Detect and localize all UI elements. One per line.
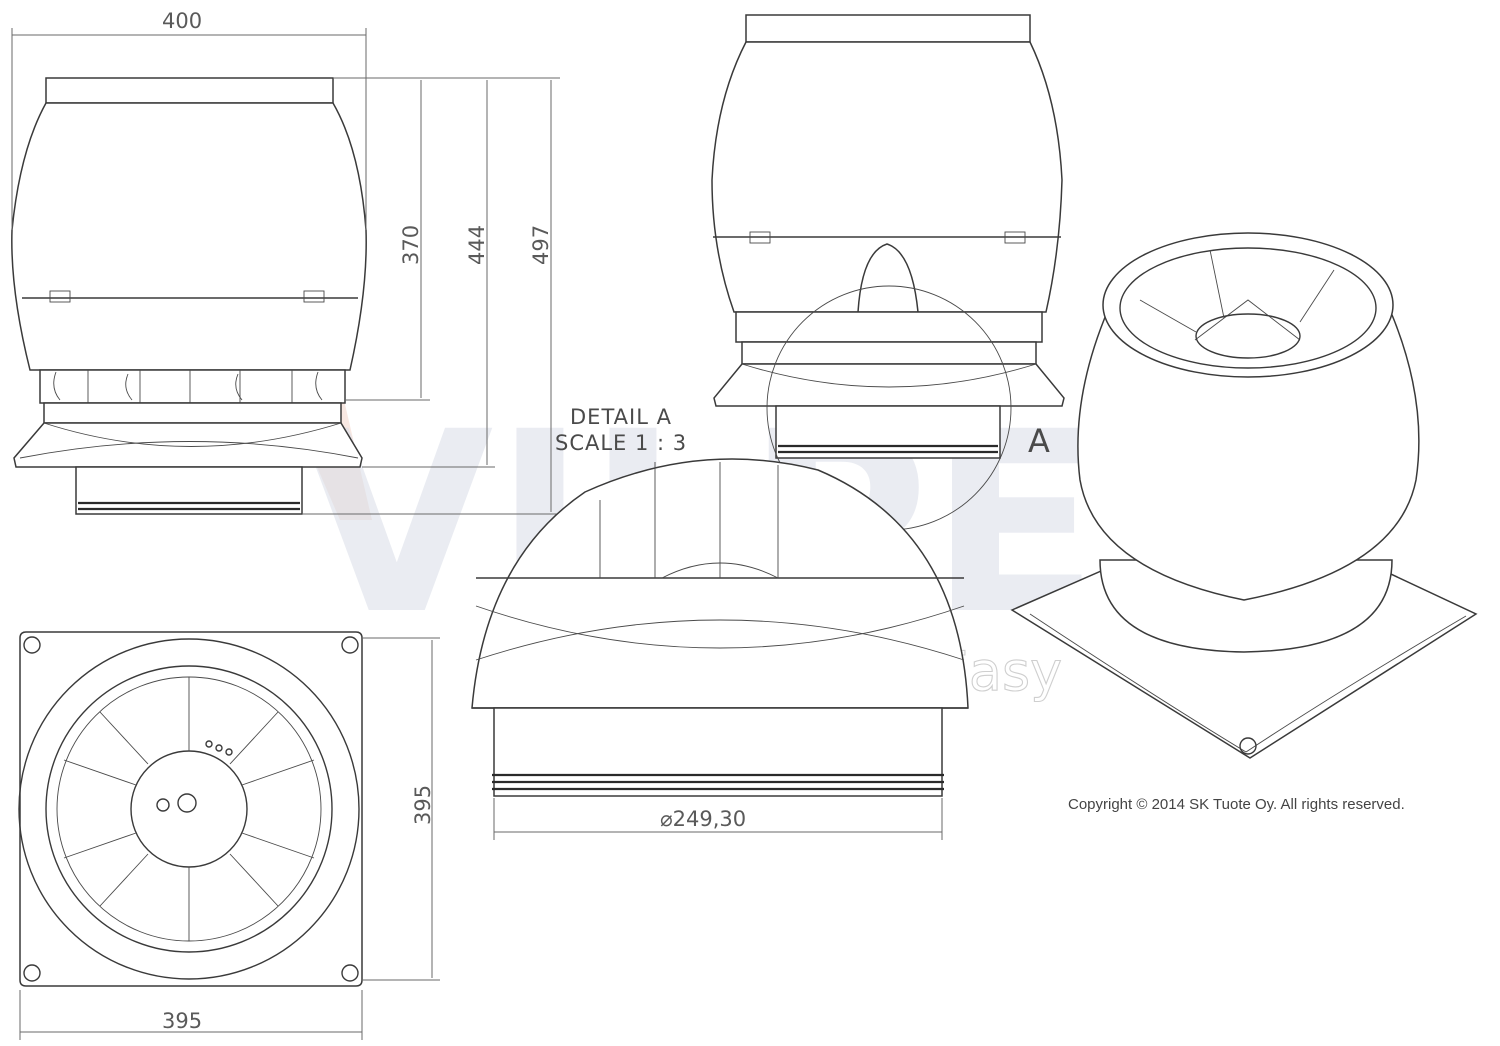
detail-reference-letter: A bbox=[1028, 422, 1051, 460]
side-view: A bbox=[711, 14, 1065, 531]
dim-height-body: 370 bbox=[399, 225, 423, 265]
dim-base-width: 395 bbox=[162, 1009, 202, 1033]
detail-a-view: DETAIL A SCALE 1 : 3 ⌀249,30 bbox=[471, 405, 969, 840]
dim-height-mid: 444 bbox=[465, 225, 489, 265]
dim-height-total: 497 bbox=[529, 225, 553, 265]
front-view-dimensions: 400 370 444 497 bbox=[11, 9, 560, 515]
dim-top-width: 400 bbox=[162, 9, 202, 33]
isometric-view bbox=[1010, 232, 1478, 759]
copyright-notice: Copyright © 2014 SK Tuote Oy. All rights… bbox=[1068, 796, 1405, 813]
top-view bbox=[18, 631, 363, 987]
detail-scale: SCALE 1 : 3 bbox=[555, 431, 687, 455]
dim-outlet-diameter: ⌀249,30 bbox=[660, 807, 746, 831]
top-view-dimensions: 395 395 bbox=[19, 637, 440, 1040]
detail-title: DETAIL A bbox=[570, 405, 672, 429]
front-view bbox=[11, 77, 367, 515]
dim-base-side: 395 bbox=[411, 785, 435, 825]
